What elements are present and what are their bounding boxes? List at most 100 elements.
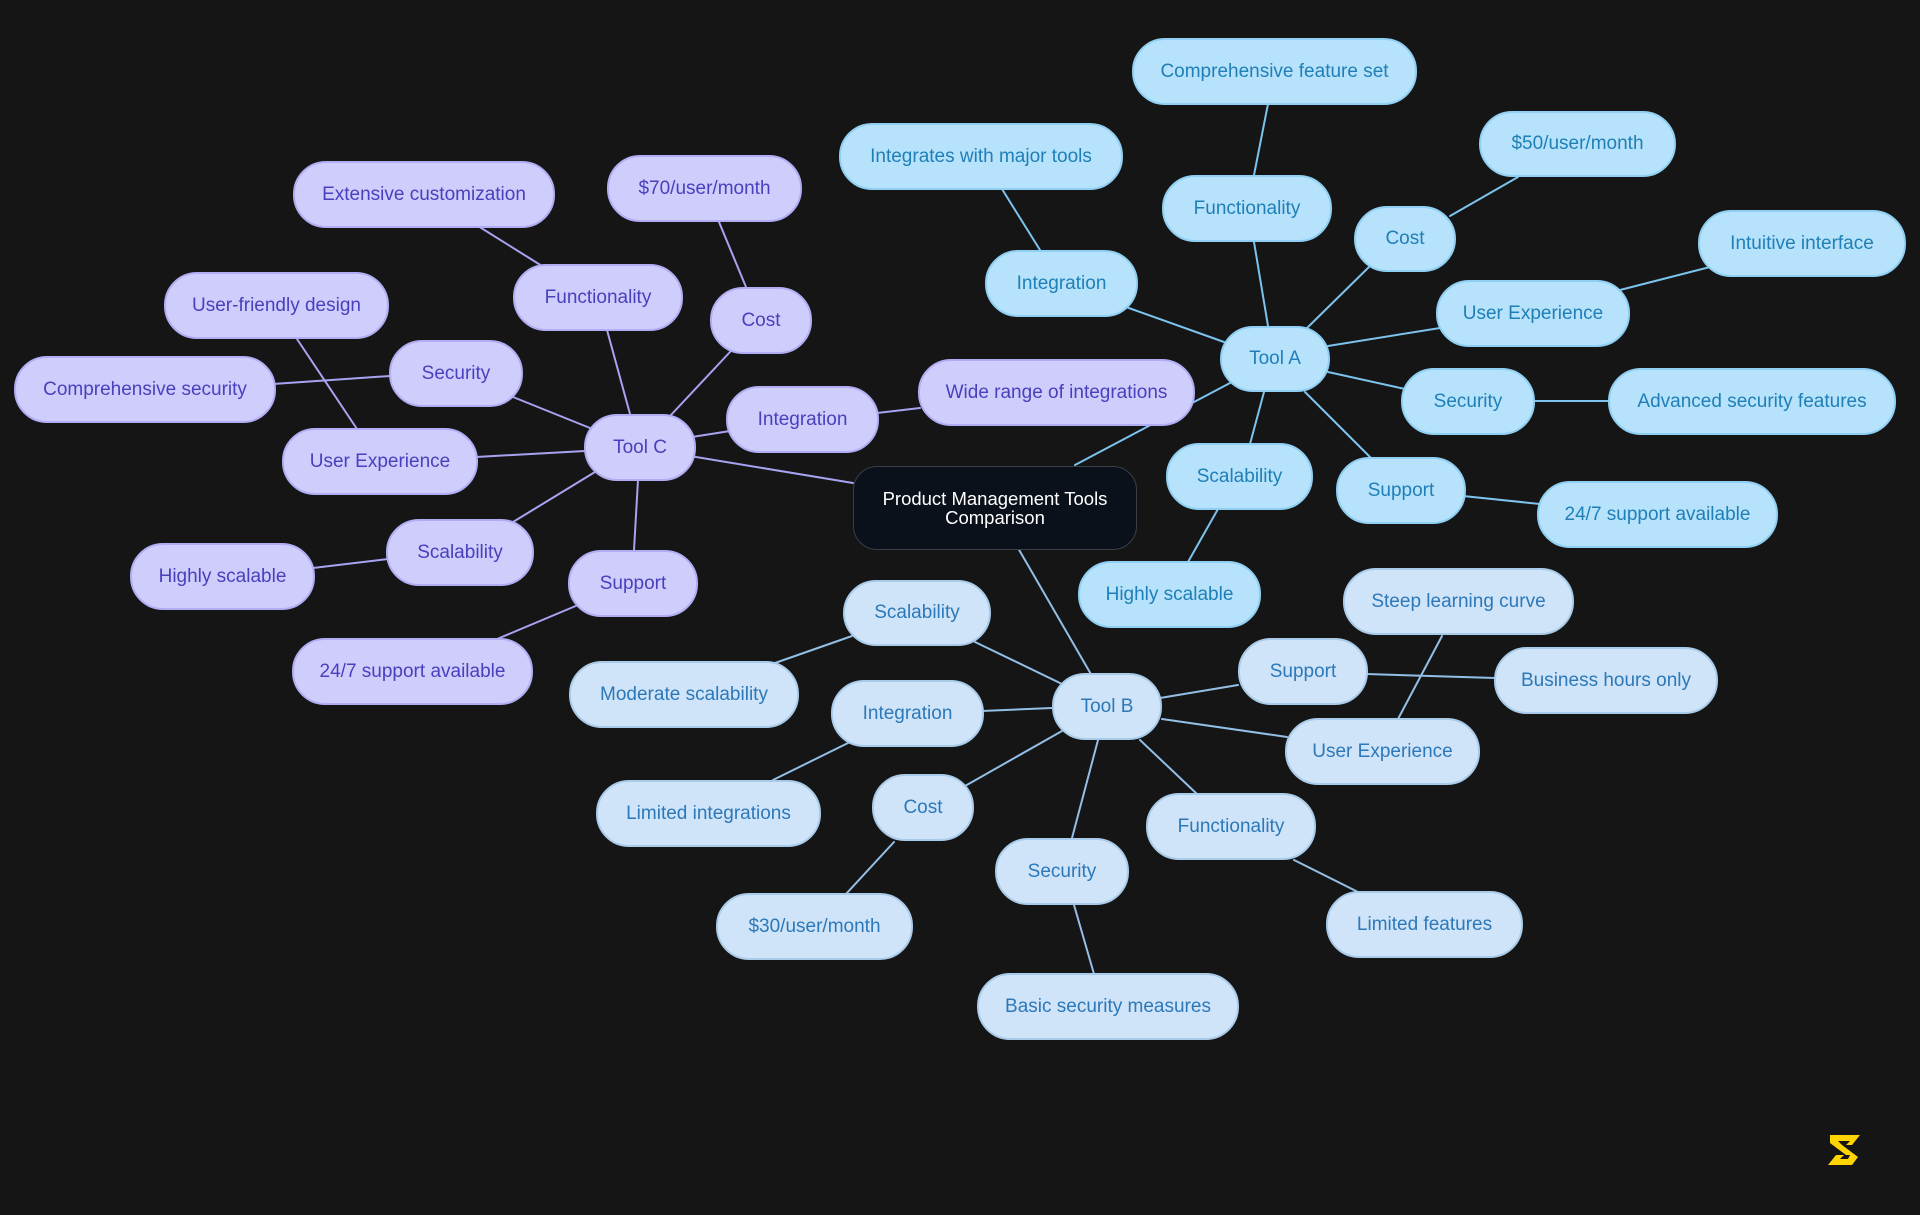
tool-b-cost-detail-node[interactable]: $30/user/month xyxy=(716,893,913,960)
edge-root-tool-c xyxy=(689,455,854,484)
tool-b-integration-detail-label: Limited integrations xyxy=(626,802,791,824)
tool-c-functionality-detail-node[interactable]: Extensive customization xyxy=(293,161,555,228)
edge-c-functionality xyxy=(606,329,631,415)
tool-b-ux-detail-node[interactable]: Steep learning curve xyxy=(1343,568,1574,635)
tool-b-support-label: Support xyxy=(1269,660,1337,682)
tool-a-functionality-node[interactable]: Functionality xyxy=(1162,175,1332,242)
root-node[interactable]: Product Management Tools Comparison xyxy=(853,466,1137,550)
tool-a-integration-node[interactable]: Integration xyxy=(985,250,1138,317)
tool-b-integration-node[interactable]: Integration xyxy=(831,680,984,747)
tool-a-node[interactable]: Tool A xyxy=(1220,326,1330,392)
tool-b-ux-label: User Experience xyxy=(1312,740,1453,762)
tool-b-scalability-detail-node[interactable]: Moderate scalability xyxy=(569,661,799,728)
tool-c-integration-detail-node[interactable]: Wide range of integrations xyxy=(918,359,1195,426)
tool-c-ux-detail-node[interactable]: User-friendly design xyxy=(164,272,389,339)
edge-c-integration-detail xyxy=(876,407,921,414)
edge-a-cost-detail xyxy=(1449,176,1519,217)
tool-a-security-detail-label: Advanced security features xyxy=(1637,390,1867,412)
edge-a-security xyxy=(1327,371,1406,390)
tool-b-support-node[interactable]: Support xyxy=(1238,638,1368,705)
tool-b-functionality-label: Functionality xyxy=(1177,815,1285,837)
edge-b-security-detail xyxy=(1073,904,1095,975)
tool-b-functionality-detail-node[interactable]: Limited features xyxy=(1326,891,1523,958)
edge-a-ux-detail xyxy=(1619,266,1711,291)
tool-c-support-detail-label: 24/7 support available xyxy=(319,660,506,682)
edge-a-integration xyxy=(1125,306,1225,343)
tool-b-support-detail-node[interactable]: Business hours only xyxy=(1494,647,1718,714)
tool-c-ux-label: User Experience xyxy=(309,450,451,472)
tool-c-functionality-node[interactable]: Functionality xyxy=(513,264,683,331)
tool-b-integration-detail-node[interactable]: Limited integrations xyxy=(596,780,821,847)
edge-c-support xyxy=(633,479,639,551)
tool-a-scalability-detail-label: Highly scalable xyxy=(1105,583,1234,605)
tool-a-cost-detail-label: $50/user/month xyxy=(1511,133,1644,155)
edge-a-functionality-detail xyxy=(1253,103,1269,176)
edge-b-security xyxy=(1071,739,1099,839)
tool-c-support-node[interactable]: Support xyxy=(568,550,698,617)
tool-b-ux-node[interactable]: User Experience xyxy=(1285,718,1480,785)
tool-a-functionality-detail-node[interactable]: Comprehensive feature set xyxy=(1132,38,1417,105)
tool-a-integration-detail-node[interactable]: Integrates with major tools xyxy=(839,123,1123,190)
tool-b-cost-label: Cost xyxy=(903,796,943,818)
tool-c-support-detail-node[interactable]: 24/7 support available xyxy=(292,638,533,705)
edge-c-ux-detail xyxy=(296,338,358,430)
tool-b-label: Tool B xyxy=(1080,695,1134,717)
tool-c-support-label: Support xyxy=(599,572,667,594)
tool-c-security-node[interactable]: Security xyxy=(389,340,523,407)
tool-a-security-detail-node[interactable]: Advanced security features xyxy=(1608,368,1896,435)
tool-b-cost-node[interactable]: Cost xyxy=(872,774,974,841)
tool-a-support-detail-label: 24/7 support available xyxy=(1564,503,1751,525)
tool-a-scalability-detail-node[interactable]: Highly scalable xyxy=(1078,561,1261,628)
tool-c-label: Tool C xyxy=(613,436,667,458)
tool-a-support-node[interactable]: Support xyxy=(1336,457,1466,524)
tool-a-cost-node[interactable]: Cost xyxy=(1354,206,1456,272)
tool-a-functionality-label: Functionality xyxy=(1193,197,1301,219)
tool-c-cost-label: Cost xyxy=(741,309,781,331)
tool-c-integration-node[interactable]: Integration xyxy=(726,386,879,453)
tool-b-security-label: Security xyxy=(1027,860,1097,882)
tool-a-ux-detail-node[interactable]: Intuitive interface xyxy=(1698,210,1906,277)
tool-c-cost-detail-label: $70/user/month xyxy=(638,177,771,199)
tool-a-security-node[interactable]: Security xyxy=(1401,368,1535,435)
tool-c-cost-detail-node[interactable]: $70/user/month xyxy=(607,155,802,222)
tool-c-scalability-node[interactable]: Scalability xyxy=(386,519,534,586)
tool-c-ux-node[interactable]: User Experience xyxy=(282,428,478,495)
edge-b-ux xyxy=(1161,718,1288,738)
edge-a-ux xyxy=(1327,327,1441,347)
tool-a-support-detail-node[interactable]: 24/7 support available xyxy=(1537,481,1778,548)
edge-b-support-detail xyxy=(1365,673,1496,679)
tool-a-ux-label: User Experience xyxy=(1462,302,1604,324)
tool-a-cost-detail-node[interactable]: $50/user/month xyxy=(1479,111,1676,177)
tool-c-security-label: Security xyxy=(421,362,491,384)
tool-c-security-detail-node[interactable]: Comprehensive security xyxy=(14,356,276,423)
tool-a-scalability-node[interactable]: Scalability xyxy=(1166,443,1313,510)
tool-a-support-label: Support xyxy=(1367,479,1435,501)
tool-b-functionality-node[interactable]: Functionality xyxy=(1146,793,1316,860)
tool-b-support-detail-label: Business hours only xyxy=(1520,669,1692,691)
tool-c-scalability-detail-label: Highly scalable xyxy=(158,565,287,587)
root-label: Product Management Tools Comparison xyxy=(882,487,1108,528)
tool-a-cost-label: Cost xyxy=(1385,228,1425,250)
edge-a-support xyxy=(1304,391,1374,461)
tool-c-node[interactable]: Tool C xyxy=(584,414,696,481)
edge-b-cost-detail xyxy=(845,841,895,895)
tool-b-security-detail-node[interactable]: Basic security measures xyxy=(977,973,1239,1040)
edge-b-functionality xyxy=(1139,739,1198,795)
edge-a-scalability-detail xyxy=(1187,508,1219,563)
tool-b-node[interactable]: Tool B xyxy=(1052,673,1162,740)
tool-c-scalability-detail-node[interactable]: Highly scalable xyxy=(130,543,315,610)
tool-a-security-label: Security xyxy=(1433,390,1503,412)
edge-b-support xyxy=(1159,684,1239,699)
edge-b-scalability xyxy=(974,641,1063,685)
tool-a-functionality-detail-label: Comprehensive feature set xyxy=(1160,60,1389,82)
tool-a-ux-node[interactable]: User Experience xyxy=(1436,280,1630,347)
tool-b-cost-detail-label: $30/user/month xyxy=(748,915,881,937)
tool-b-scalability-label: Scalability xyxy=(874,602,960,624)
tool-c-cost-node[interactable]: Cost xyxy=(710,287,812,354)
edge-c-functionality-detail xyxy=(477,225,543,267)
edge-b-integration-detail xyxy=(772,742,849,781)
edge-c-integration xyxy=(691,430,731,438)
tool-b-scalability-node[interactable]: Scalability xyxy=(843,580,991,646)
tool-b-security-node[interactable]: Security xyxy=(995,838,1129,905)
